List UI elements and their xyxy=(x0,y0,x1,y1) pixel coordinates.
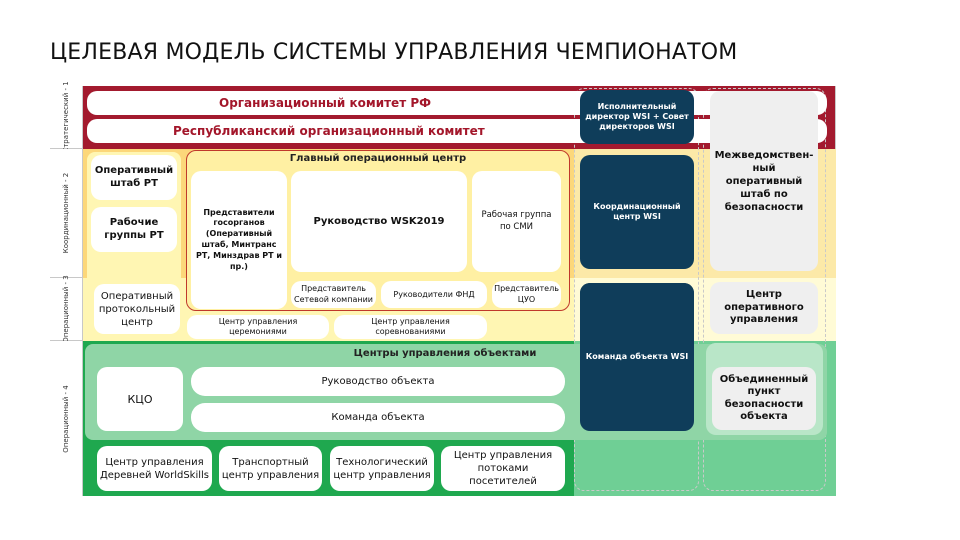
level-label-strategic-text: Стратегический - 1 xyxy=(62,81,70,153)
object-team: Команда объекта xyxy=(191,403,565,432)
security-point-overlay: Объединенный пункт безопасности объекта xyxy=(712,367,816,430)
protocol-center: Оперативный протокольный центр xyxy=(94,284,180,334)
village-center-label: Центр управления Деревней WorldSkills xyxy=(99,456,210,481)
media-working-group-label: Рабочая группа по СМИ xyxy=(481,210,552,232)
object-leadership: Руководство объекта xyxy=(191,367,565,396)
visitor-flow-center-label: Центр управления потоками посетителей xyxy=(453,450,553,487)
operational-center: Центр оперативного управления xyxy=(710,282,818,334)
object-centers-title: Центры управления объектами xyxy=(353,348,537,359)
level-label-operational-3-text: Операционный - 3 xyxy=(62,275,70,343)
transport-center: Транспортный центр управления xyxy=(219,446,322,491)
ceremony-center-label: Центр управления церемониями xyxy=(218,317,298,336)
protocol-center-label: Оперативный протокольный центр xyxy=(98,290,176,328)
gov-representatives: Представители госорганов (Оперативный шт… xyxy=(191,171,287,309)
level-label-operational-4-text: Операционный - 4 xyxy=(62,384,70,453)
operational-hq-rt-label: Оперативный штаб РТ xyxy=(94,165,174,189)
tech-center: Технологический центр управления xyxy=(330,446,434,491)
interagency-security-hq-label: Межведомствен-ный оперативный штаб по бе… xyxy=(714,149,814,213)
grid-company-rep: Представитель Сетевой компании xyxy=(291,281,376,308)
kco-box: КЦО xyxy=(97,367,183,431)
org-committee-rf-label: Организационный комитет РФ xyxy=(219,96,432,110)
org-committee-rf: Организационный комитет РФ xyxy=(87,91,827,115)
level-label-operational-4: Операционный - 4 xyxy=(50,341,83,496)
wsk-leadership-label: Руководство WSK2019 xyxy=(313,216,445,227)
grid-company-rep-label: Представитель Сетевой компании xyxy=(294,284,373,304)
ceremony-center: Центр управления церемониями xyxy=(187,315,329,339)
page-title: ЦЕЛЕВАЯ МОДЕЛЬ СИСТЕМЫ УПРАВЛЕНИЯ ЧЕМПИО… xyxy=(50,40,738,65)
republic-committee: Республиканский организационный комитет xyxy=(87,119,827,143)
wsi-exec-director: Исполнительный директор WSI + Совет дире… xyxy=(580,90,694,144)
republic-committee-label: Республиканский организационный комитет xyxy=(173,124,485,138)
working-groups-rt: Рабочие группы РТ xyxy=(91,207,177,252)
interagency-security-hq: Межведомствен-ный оперативный штаб по бе… xyxy=(710,91,818,271)
competition-center: Центр управления соревнованиями xyxy=(334,315,487,339)
fnd-leaders: Руководители ФНД xyxy=(381,281,487,308)
media-working-group: Рабочая группа по СМИ xyxy=(472,171,561,272)
fnd-leaders-label: Руководители ФНД xyxy=(393,290,475,299)
wsk-leadership: Руководство WSK2019 xyxy=(291,171,467,272)
tech-center-label: Технологический центр управления xyxy=(333,456,431,481)
level-label-coordination-text: Координационный - 2 xyxy=(62,172,70,254)
interagency-column-outline xyxy=(703,88,826,491)
object-team-label: Команда объекта xyxy=(331,412,425,423)
tsuo-rep-label: Представитель ЦУО xyxy=(494,284,559,304)
wsi-coordination-center-label: Координационный центр WSI xyxy=(593,202,681,221)
level-label-operational-3: Операционный - 3 xyxy=(50,275,83,343)
transport-center-label: Транспортный центр управления xyxy=(221,456,320,481)
wsi-object-team-overlay-label: Команда объекта WSI xyxy=(585,352,689,361)
wsi-object-team-overlay: Команда объекта WSI xyxy=(580,283,694,431)
tsuo-rep: Представитель ЦУО xyxy=(492,281,561,308)
level-label-coordination: Координационный - 2 xyxy=(50,149,83,278)
wsi-column-outline xyxy=(574,88,699,491)
operational-center-label: Центр оперативного управления xyxy=(724,289,804,326)
wsi-exec-director-label: Исполнительный директор WSI + Совет дире… xyxy=(585,102,689,131)
visitor-flow-center: Центр управления потоками посетителей xyxy=(441,446,565,491)
working-groups-rt-label: Рабочие группы РТ xyxy=(104,217,164,241)
kco-label: КЦО xyxy=(127,392,153,406)
object-leadership-label: Руководство объекта xyxy=(321,376,435,387)
security-point-overlay-label: Объединенный пункт безопасности объекта xyxy=(719,373,809,423)
gov-representatives-label: Представители госорганов (Оперативный шт… xyxy=(195,207,283,271)
wsi-coordination-center: Координационный центр WSI xyxy=(580,155,694,269)
competition-center-label: Центр управления соревнованиями xyxy=(371,317,450,336)
main-operational-center-title: Главный операционный центр xyxy=(289,153,467,164)
operational-hq-rt: Оперативный штаб РТ xyxy=(91,155,177,200)
village-center: Центр управления Деревней WorldSkills xyxy=(97,446,212,491)
level-label-strategic: Стратегический - 1 xyxy=(50,81,83,153)
